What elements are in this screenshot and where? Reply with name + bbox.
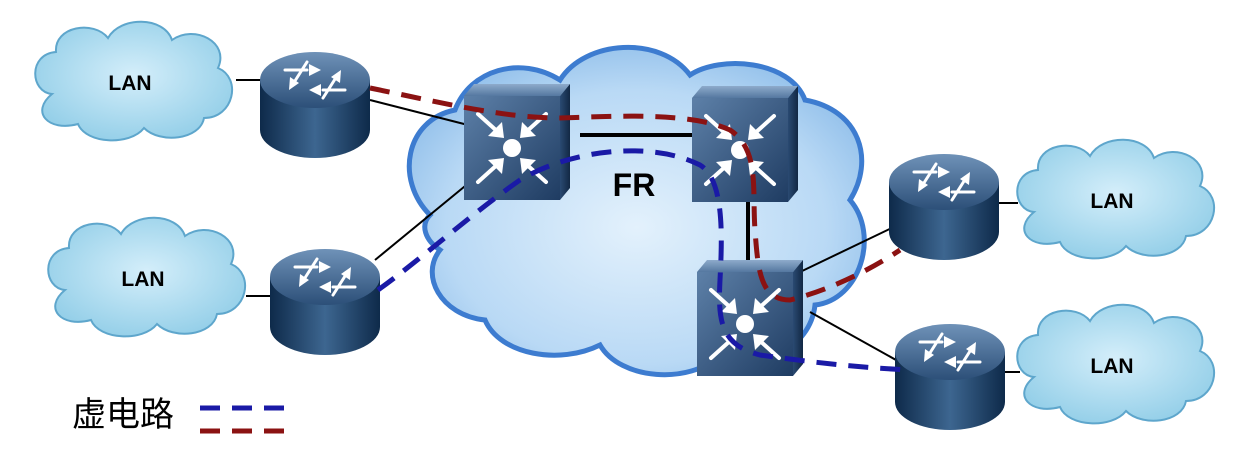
lan-cloud-bottom-left: LAN [47, 216, 247, 338]
lan-label: LAN [121, 268, 164, 291]
lan-cloud-top-left: LAN [34, 20, 234, 142]
virtual-circuit-red [369, 85, 902, 303]
legend: 虚电路 [72, 395, 286, 435]
lan-label: LAN [1090, 190, 1133, 213]
lan-label: LAN [108, 72, 151, 95]
router-icon [268, 247, 382, 357]
lan-label: LAN [1090, 355, 1133, 378]
trunk-links [580, 133, 750, 262]
legend-label: 虚电路 [72, 395, 174, 435]
router-icon [887, 152, 1001, 262]
router-icon [258, 50, 372, 160]
virtual-circuit-blue [376, 148, 913, 373]
router-icon [893, 322, 1007, 432]
lan-cloud-top-right: LAN [1016, 138, 1216, 260]
network-label: FR [613, 167, 656, 203]
lan-cloud-bottom-right: LAN [1016, 303, 1216, 425]
